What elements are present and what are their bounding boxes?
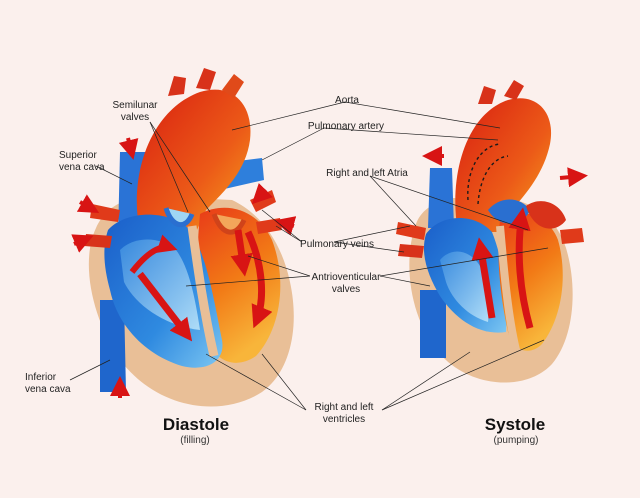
diastole-title: Diastole (163, 415, 229, 434)
diastole-inferior-vena-cava (100, 300, 126, 392)
diastole-aorta (136, 89, 251, 233)
systole-inferior-vena-cava (420, 290, 446, 358)
systole-subtitle: (pumping) (493, 435, 538, 446)
systole-title: Systole (485, 415, 545, 434)
label-ventricles-line2: ventricles (323, 414, 365, 425)
systole-superior-vena-cava (428, 168, 454, 228)
diastole-subtitle: (filling) (180, 435, 209, 446)
label-ventricles-line1: Right and left (315, 402, 374, 413)
label-aorta: Aorta (335, 95, 359, 106)
label-superior-vena-cava-line1: Superior (59, 150, 97, 161)
diastole-heart (71, 68, 297, 407)
label-inferior-vena-cava-line2: vena cava (25, 384, 71, 395)
label-semilunar-line1: Semilunar (112, 100, 158, 111)
label-av-valves-line2: valves (332, 284, 360, 295)
label-pulmonary-veins: Pulmonary veins (300, 239, 374, 250)
label-semilunar-line2: valves (121, 112, 149, 123)
systole-aorta (455, 98, 552, 232)
label-av-valves-line1: Antrioventicular (312, 272, 382, 283)
leader-lines (69, 101, 549, 411)
systole-left-chambers (498, 213, 563, 351)
label-pulmonary-artery: Pulmonary artery (308, 121, 384, 132)
label-right-left-atria: Right and left Atria (326, 168, 408, 179)
label-inferior-vena-cava-line1: Inferior (25, 372, 57, 383)
systole-heart (396, 80, 588, 383)
labels: Aorta Pulmonary artery Semilunar valves … (25, 95, 545, 446)
label-superior-vena-cava-line2: vena cava (59, 162, 105, 173)
